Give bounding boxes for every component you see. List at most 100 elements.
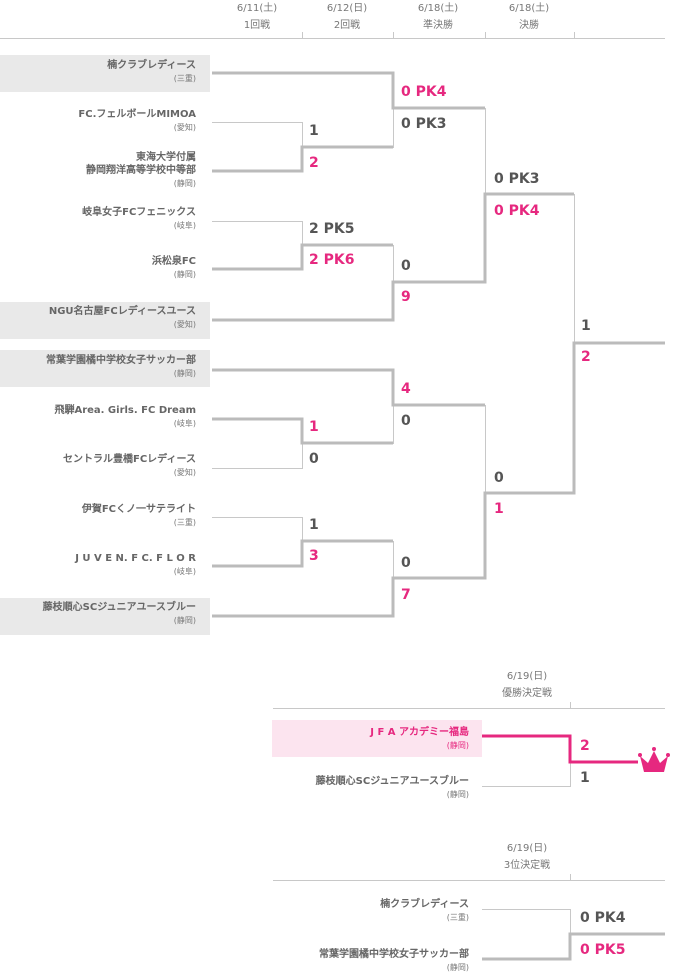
header-semifinal: 6/18(土)準決勝 [393, 0, 483, 34]
team-name: セントラル豊橋FCレディース [63, 454, 196, 465]
round: 3位決定戦 [503, 860, 551, 871]
header-final: 6/18(土) 決勝 [484, 0, 574, 34]
score: 2 PK5 [309, 221, 355, 237]
team-name: 岐阜女子FCフェニックス [82, 207, 196, 218]
team-prefecture: (愛知) [173, 468, 196, 477]
team-entry: 藤枝順心SCジュニアユースブルー (静岡) [43, 601, 196, 627]
score-winner: 7 [401, 587, 411, 603]
team-prefecture: (静岡) [173, 270, 196, 279]
team-name: 楠クラブレディース [107, 60, 196, 71]
team-entry: 岐阜女子FCフェニックス (岐阜) [82, 206, 196, 232]
team-name: FC.フェルボールMIMOA [78, 109, 196, 120]
header-round2: 6/12(日) 2回戦 [302, 0, 392, 34]
team-box [0, 598, 210, 635]
score: 0 [401, 258, 411, 274]
team-prefecture: (岐阜) [173, 567, 196, 576]
score: 0 PK4 [580, 910, 626, 926]
header-third-place: 6/19(日) 3位決定戦 [482, 840, 572, 874]
team-name: 東海大学付属 [136, 152, 196, 163]
team-prefecture: (愛知) [173, 320, 196, 329]
team-prefecture: (静岡) [446, 790, 469, 799]
team-name: 常葉学園橘中学校女子サッカー部 [46, 355, 196, 366]
team-name: 楠クラブレディース [380, 899, 469, 910]
score-winner: 2 [580, 738, 590, 754]
team-prefecture: (岐阜) [173, 419, 196, 428]
score: 0 PK3 [494, 171, 540, 187]
date: 6/19(日) [506, 671, 548, 682]
team-entry: セントラル豊橋FCレディース (愛知) [63, 453, 196, 479]
team-entry: 常葉学園橘中学校女子サッカー部 (静岡) [46, 354, 196, 380]
team-name: 藤枝順心SCジュニアユースブルー [42, 602, 196, 613]
date: 6/12(日) [326, 3, 368, 14]
crown-icon [640, 751, 668, 772]
team-name: 常葉学園橘中学校女子サッカー部 [319, 949, 469, 960]
score-winner: 1 [309, 419, 319, 435]
date: 6/11(土) [236, 3, 278, 14]
team-box [0, 302, 210, 339]
score-winner: 3 [309, 548, 319, 564]
score-winner: 0 PK4 [401, 84, 447, 100]
team-entry: 飛騨Area. Girls. FC Dream (岐阜) [54, 404, 196, 430]
team-box [0, 350, 210, 387]
score-winner: 2 PK6 [309, 252, 355, 268]
team-prefecture: (静岡) [173, 179, 196, 188]
score: 0 [309, 451, 319, 467]
team-prefecture: (三重) [446, 913, 469, 922]
champion-path [482, 734, 638, 764]
date: 6/18(土) [508, 3, 550, 14]
header-round1: 6/11(土) 1回戦 [212, 0, 302, 34]
team-name: 飛騨Area. Girls. FC Dream [54, 405, 196, 416]
score: 0 [401, 555, 411, 571]
team-name: 伊賀FCくノ一サテライト [81, 504, 196, 515]
team-prefecture: (静岡) [446, 963, 469, 972]
team-name: J F A アカデミー福島 [370, 727, 469, 738]
round: 1回戦 [243, 20, 271, 31]
date: 6/19(日) [506, 843, 548, 854]
champion-team: J F A アカデミー福島 (静岡) [370, 726, 469, 752]
team-prefecture: (静岡) [446, 741, 469, 750]
team-entry: NGU名古屋FCレディースユース (愛知) [49, 305, 196, 331]
team-name: J U V E N. F C. F L O R [75, 553, 196, 564]
team-prefecture: (三重) [173, 518, 196, 527]
score: 0 PK3 [401, 116, 447, 132]
team-name: NGU名古屋FCレディースユース [48, 306, 196, 317]
team-entry: J U V E N. F C. F L O R (岐阜) [75, 552, 196, 578]
round: 決勝 [519, 20, 539, 31]
score-winner: 0 PK5 [580, 942, 626, 958]
team-entry: 楠クラブレディース (三重) [107, 59, 196, 85]
team-prefecture: (岐阜) [173, 221, 196, 230]
score-winner: 9 [401, 289, 411, 305]
team-entry: 常葉学園橘中学校女子サッカー部 (静岡) [319, 948, 469, 974]
score: 1 [581, 318, 591, 334]
team-entry: 藤枝順心SCジュニアユースブルー (静岡) [316, 775, 469, 801]
team-box [0, 55, 210, 92]
team-name: 藤枝順心SCジュニアユースブルー [315, 776, 469, 787]
team-entry: 浜松泉FC (静岡) [152, 255, 196, 281]
score-winner: 1 [494, 501, 504, 517]
score-winner: 0 PK4 [494, 203, 540, 219]
champion-box [272, 720, 482, 757]
score: 0 [401, 413, 411, 429]
score-winner: 4 [401, 381, 411, 397]
score-winner: 2 [581, 349, 591, 365]
score: 0 [494, 470, 504, 486]
team-prefecture: (愛知) [173, 123, 196, 132]
round: 優勝決定戦 [502, 688, 552, 699]
team-prefecture: (静岡) [173, 616, 196, 625]
score: 1 [580, 770, 590, 786]
date: 6/18(土) [417, 3, 459, 14]
score-winner: 2 [309, 155, 319, 171]
team-entry: 東海大学付属静岡翔洋高等学校中等部 (静岡) [86, 151, 196, 190]
score: 1 [309, 517, 319, 533]
team-prefecture: (静岡) [173, 369, 196, 378]
score: 1 [309, 123, 319, 139]
team-entry: 伊賀FCくノ一サテライト (三重) [82, 503, 196, 529]
team-entry: 楠クラブレディース (三重) [380, 898, 469, 924]
team-name: 静岡翔洋高等学校中等部 [86, 165, 196, 176]
team-entry: FC.フェルボールMIMOA (愛知) [78, 108, 196, 134]
team-prefecture: (三重) [173, 74, 196, 83]
round: 2回戦 [333, 20, 361, 31]
team-name: 浜松泉FC [151, 256, 196, 267]
